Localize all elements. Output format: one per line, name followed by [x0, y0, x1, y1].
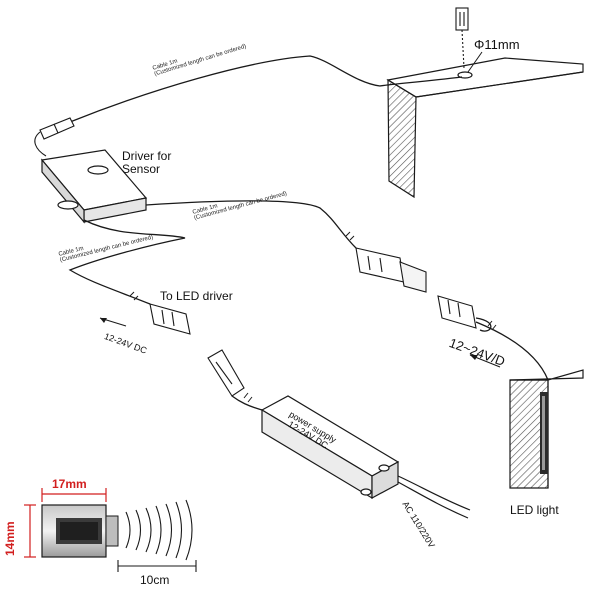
to-led-driver-label: To LED driver: [160, 289, 233, 303]
inline-connector-top: [34, 117, 75, 157]
driver-for-sensor-label: Driver for Sensor: [122, 149, 172, 176]
sensor-wave-arcs: [125, 499, 193, 561]
led-cable: [475, 317, 549, 381]
range-dimension: [117, 560, 197, 572]
height-dimension-label: 14mm: [3, 521, 17, 556]
sensor-cable: [69, 55, 463, 123]
led-light-label: LED light: [510, 503, 559, 517]
male-connector-middle: [355, 247, 427, 293]
dimension-lines: [24, 488, 107, 558]
sensor-driver-box: [40, 149, 148, 224]
hole-size-leader: [467, 51, 483, 73]
ac-cable: [397, 475, 471, 519]
sensor-head-top: [455, 7, 469, 69]
cabinet-top: [386, 57, 584, 199]
power-supply-connector: [207, 349, 245, 397]
female-connector-right: [437, 295, 477, 329]
power-supply-box: [260, 395, 400, 500]
hole-size-label: Φ11mm: [474, 37, 520, 52]
sensor-detail: [41, 504, 119, 558]
led-driver-connector: [149, 303, 191, 335]
cable-break-marks: [129, 231, 355, 301]
width-dimension-label: 17mm: [52, 477, 87, 491]
range-dimension-label: 10cm: [140, 573, 170, 587]
driver-to-led-connector-cable: [145, 200, 357, 249]
driver-to-led-driver-cable: [68, 219, 186, 305]
